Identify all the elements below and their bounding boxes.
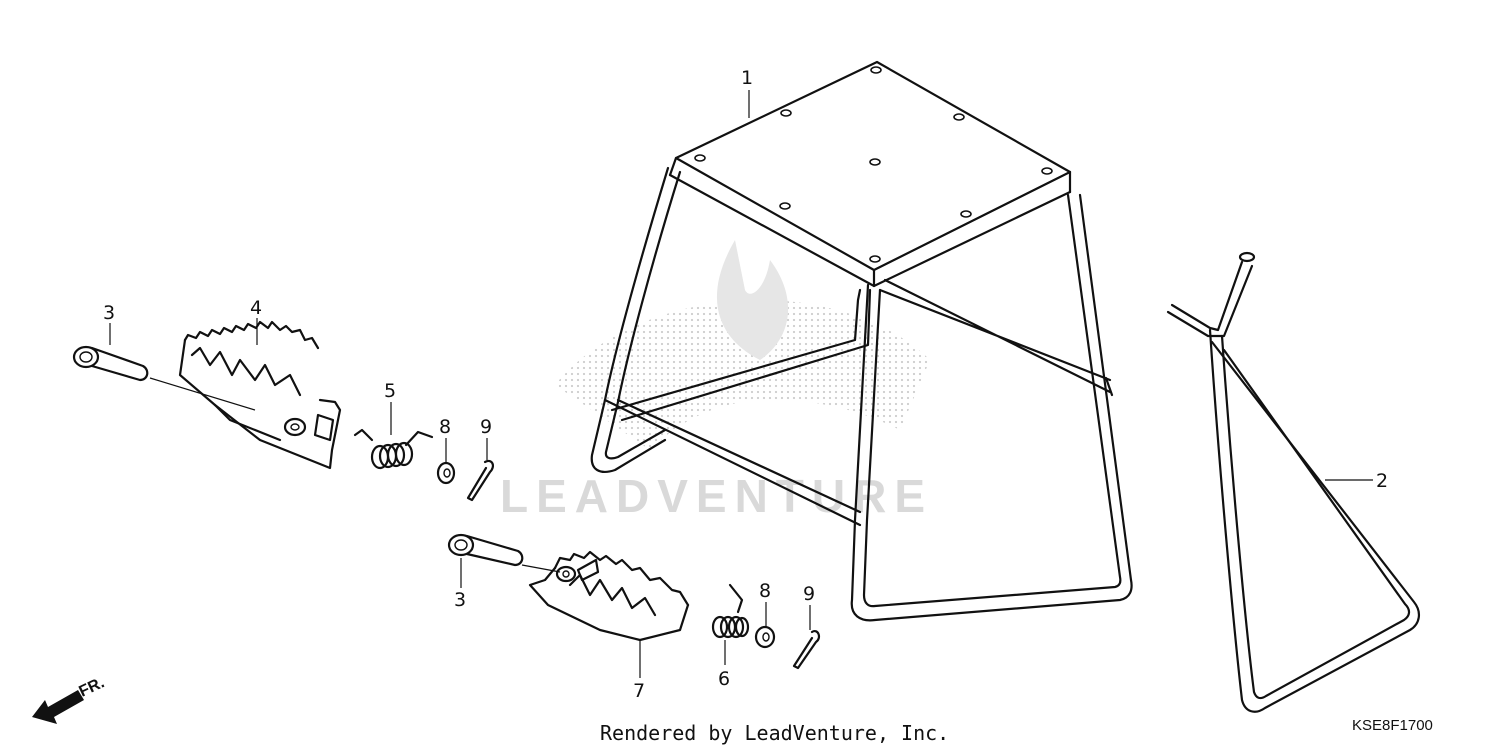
stand-top-bolts [694,66,1053,263]
part-5-spring-upper [353,428,434,470]
callout-3-lower: 3 [454,589,466,611]
callout-4: 4 [250,297,262,319]
callout-8-upper: 8 [439,416,451,438]
front-direction-indicator: FR. [32,674,107,724]
watermark-flame-logo [716,240,789,360]
part-4-footpeg-upper [178,320,342,470]
callout-numbers: 1 2 3 4 5 8 9 3 7 6 8 9 [103,67,1388,702]
part-3-pin-lower [447,533,561,573]
part-7-footpeg-lower [528,550,690,642]
part-6-spring-lower [711,583,750,639]
part-9-cotter-pin-upper [466,459,494,502]
part-9-cotter-pin-lower [792,630,821,670]
part-8-washer-upper [436,461,456,485]
arrow-icon [32,690,84,724]
callout-5: 5 [384,380,396,402]
part-2-side-stand [1166,251,1420,713]
callout-leaders [109,90,1373,678]
callout-1: 1 [741,67,753,89]
direction-label: FR. [77,674,108,700]
part-8-washer-lower [754,625,776,649]
callout-7: 7 [633,680,645,702]
diagram-code: KSE8F1700 [1352,717,1433,734]
callout-8-lower: 8 [759,580,771,602]
callout-6: 6 [718,668,730,690]
callout-2: 2 [1376,470,1388,492]
callout-3-upper: 3 [103,302,115,324]
watermark-text: LEADVENTURE [500,470,933,522]
part-1-stand [590,60,1133,622]
part-3-pin-upper [72,345,256,411]
callout-9-upper: 9 [480,416,492,438]
callout-9-lower: 9 [803,583,815,605]
footer-credit: Rendered by LeadVenture, Inc. [600,721,949,745]
